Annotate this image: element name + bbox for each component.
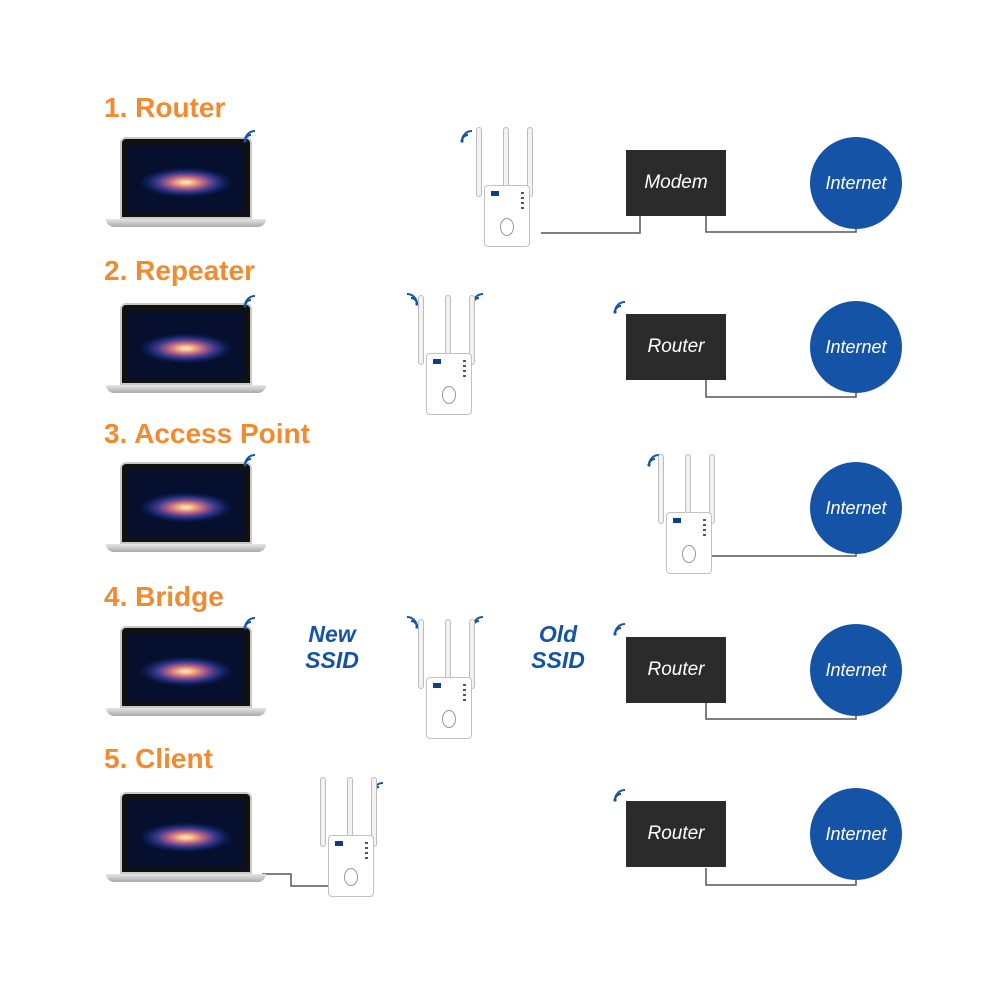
- wifi-icon: [460, 130, 473, 143]
- router-box: Router: [626, 801, 726, 867]
- repeater-device-icon: [408, 295, 488, 415]
- cable-repeater-to-modem: [541, 216, 641, 234]
- cable-laptop-to-repeater-5: [262, 873, 330, 887]
- wifi-icon: [613, 623, 626, 636]
- mode-title: 1. Router: [104, 92, 226, 123]
- wifi-icon: [243, 295, 256, 308]
- laptop-icon: [106, 303, 266, 393]
- router-box: Router: [626, 314, 726, 380]
- cable-router-to-internet-5: [705, 868, 857, 886]
- laptop-icon: [106, 137, 266, 227]
- repeater-device-icon: [408, 619, 488, 739]
- mode-client-row: 5. Client Router Internet: [0, 743, 1000, 903]
- mode-title: 2. Repeater: [104, 255, 255, 286]
- wifi-icon: [243, 130, 256, 143]
- repeater-device-icon: [648, 454, 728, 574]
- modem-box: Modem: [626, 150, 726, 216]
- mode-repeater-row: 2. Repeater Router Internet: [0, 255, 1000, 415]
- wifi-icon: [406, 616, 419, 629]
- mode-router-row: 1. Router Modem Internet: [0, 92, 1000, 252]
- internet-circle: Internet: [810, 462, 902, 554]
- wifi-icon: [613, 789, 626, 802]
- new-ssid-label: New SSID: [305, 621, 359, 673]
- cable-router-to-internet-2: [705, 380, 857, 398]
- wifi-icon: [613, 301, 626, 314]
- internet-circle: Internet: [810, 301, 902, 393]
- old-ssid-label: Old SSID: [531, 621, 585, 673]
- laptop-icon: [106, 462, 266, 552]
- mode-title: 5. Client: [104, 743, 213, 774]
- repeater-device-icon: [310, 777, 390, 897]
- router-box: Router: [626, 637, 726, 703]
- mode-title: 3. Access Point: [104, 418, 310, 449]
- mode-access-point-row: 3. Access Point Internet: [0, 418, 1000, 578]
- wifi-icon: [243, 454, 256, 467]
- cable-router-to-internet-4: [705, 703, 857, 720]
- cable-modem-to-internet: [705, 216, 857, 233]
- laptop-icon: [106, 792, 266, 882]
- mode-title: 4. Bridge: [104, 581, 224, 612]
- wifi-icon: [243, 617, 256, 630]
- wifi-icon: [406, 293, 419, 306]
- mode-bridge-row: 4. Bridge New SSID Old SSID Router Inter…: [0, 581, 1000, 741]
- laptop-icon: [106, 626, 266, 716]
- internet-circle: Internet: [810, 137, 902, 229]
- repeater-device-icon: [466, 127, 546, 247]
- internet-circle: Internet: [810, 788, 902, 880]
- internet-circle: Internet: [810, 624, 902, 716]
